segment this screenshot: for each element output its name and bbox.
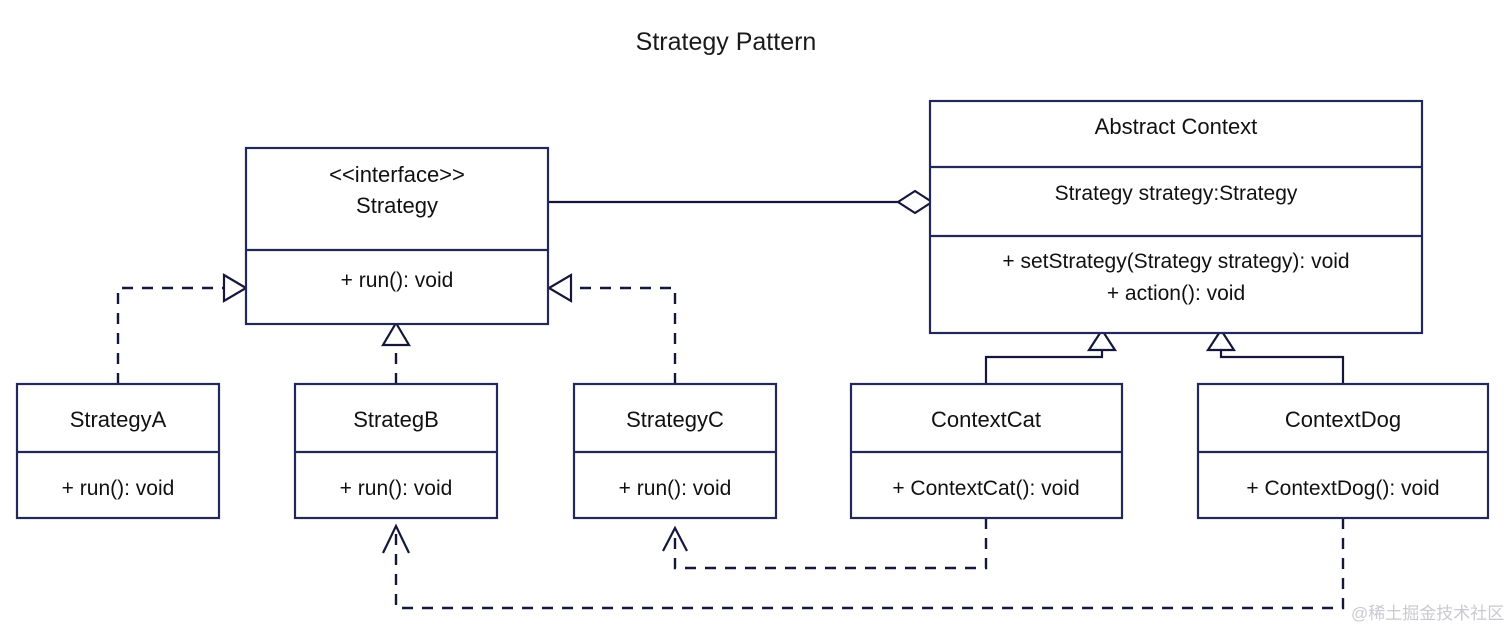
strategy-c-method-run: + run(): void xyxy=(619,477,732,500)
abstract-context-method-action: + action(): void xyxy=(1107,282,1245,305)
relationship-aggregation-context-strategy xyxy=(548,189,935,215)
strategy-interface-name: Strategy xyxy=(356,193,438,218)
dependency-line-contextcat xyxy=(673,518,988,570)
strategy-interface-stereotype: <<interface>> xyxy=(329,162,465,187)
hollow-triangle-icon xyxy=(222,273,249,303)
context-cat-name: ContextCat xyxy=(931,407,1041,432)
open-arrow-icon xyxy=(662,525,688,552)
class-box-strategy-c[interactable]: StrategyC + run(): void xyxy=(572,382,778,520)
relationship-realization-strategyc-strategy xyxy=(546,273,677,384)
abstract-context-name: Abstract Context xyxy=(1095,114,1258,139)
class-box-abstract-context[interactable]: Abstract Context Strategy strategy:Strat… xyxy=(928,99,1424,335)
strategy-a-name: StrategyA xyxy=(70,407,167,432)
hollow-triangle-icon xyxy=(381,320,411,347)
class-box-context-cat[interactable]: ContextCat + ContextCat(): void xyxy=(849,382,1124,520)
open-arrow-icon xyxy=(382,523,410,554)
relationship-generalization-contextdog-abstractcontext xyxy=(1205,327,1345,384)
class-box-strategy-interface[interactable]: <<interface>> Strategy + run(): void xyxy=(244,146,550,326)
abstract-context-method-setstrategy: + setStrategy(Strategy strategy): void xyxy=(1002,250,1349,273)
strategy-b-name: StrategB xyxy=(353,407,439,432)
hollow-diamond-icon xyxy=(895,189,935,215)
realization-line-strategya xyxy=(116,286,224,384)
strategy-interface-method-run: + run(): void xyxy=(341,269,454,292)
context-dog-name: ContextDog xyxy=(1285,407,1401,432)
class-box-context-dog[interactable]: ContextDog + ContextDog(): void xyxy=(1196,382,1490,520)
context-cat-method-constructor: + ContextCat(): void xyxy=(892,477,1079,500)
context-dog-method-constructor: + ContextDog(): void xyxy=(1246,477,1439,500)
hollow-triangle-icon xyxy=(1205,327,1237,352)
generalization-line-contextcat xyxy=(984,350,1104,384)
abstract-context-frame xyxy=(928,99,1424,335)
relationship-dependency-contextdog-strategb xyxy=(382,518,1345,610)
strategy-interface-frame xyxy=(244,146,550,326)
relationship-generalization-contextcat-abstractcontext xyxy=(984,327,1118,384)
generalization-line-contextdog xyxy=(1219,350,1345,384)
hollow-triangle-icon xyxy=(546,273,573,303)
watermark-text: @稀土掘金技术社区 xyxy=(1351,604,1504,623)
relationship-dependency-contextcat-strategyc xyxy=(662,518,988,570)
strategy-c-name: StrategyC xyxy=(626,407,724,432)
class-box-strategy-b[interactable]: StrategB + run(): void xyxy=(293,382,499,520)
realization-line-strategyc xyxy=(571,286,677,384)
hollow-triangle-icon xyxy=(1086,327,1118,352)
relationship-realization-strategya-strategy xyxy=(116,273,249,384)
abstract-context-attribute-strategy: Strategy strategy:Strategy xyxy=(1055,182,1298,205)
relationship-realization-strategb-strategy xyxy=(381,320,411,384)
dependency-line-contextdog xyxy=(394,518,1345,610)
page-title: Strategy Pattern xyxy=(636,28,817,56)
strategy-b-method-run: + run(): void xyxy=(340,477,453,500)
class-box-strategy-a[interactable]: StrategyA + run(): void xyxy=(15,382,221,520)
strategy-a-method-run: + run(): void xyxy=(62,477,175,500)
